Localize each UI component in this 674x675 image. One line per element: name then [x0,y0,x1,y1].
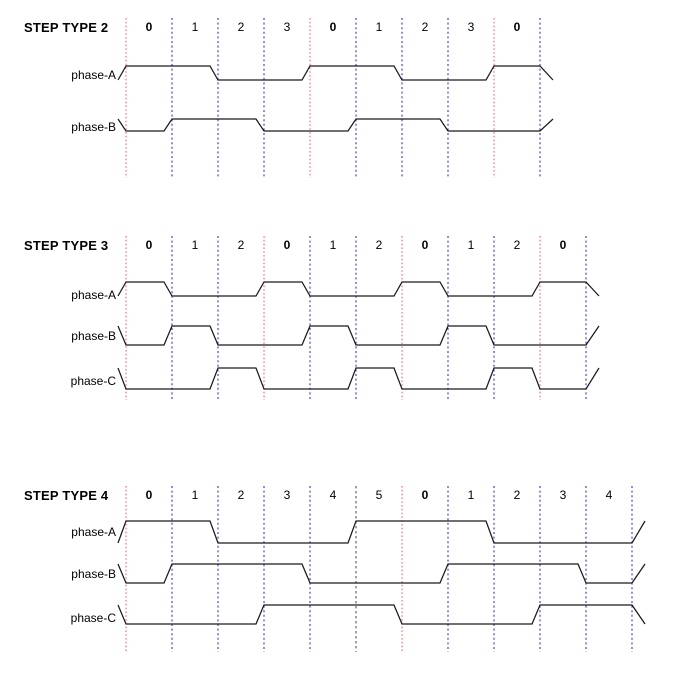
step-index-label: 0 [559,238,567,252]
step-index-label: 2 [237,20,245,34]
step-index-label: 4 [605,488,613,502]
step-index-label: 5 [375,488,383,502]
phase-label-a-type3: phase-A [71,288,116,302]
step-index-label: 3 [559,488,567,502]
waveform-phase-b [117,325,600,346]
step-index-label: 0 [329,20,337,34]
step-index-label: 0 [421,488,429,502]
phase-label-b-type3: phase-B [71,329,116,343]
step-index-label: 2 [421,20,429,34]
step-index-label: 2 [513,238,521,252]
step-index-label: 1 [191,488,199,502]
step-index-label: 2 [375,238,383,252]
phase-label-b-type2: phase-B [71,120,116,134]
diagram-title-step-type-2: STEP TYPE 2 [24,20,109,35]
waveform-phase-c [117,604,646,625]
step-index-label: 2 [513,488,521,502]
waveform-phase-a [117,65,554,81]
step-index-label: 0 [145,488,153,502]
step-index-label: 2 [237,238,245,252]
waveform-phase-c [117,367,600,390]
diagram-title-step-type-4: STEP TYPE 4 [24,488,109,503]
step-index-label: 1 [329,238,337,252]
step-index-label: 0 [513,20,521,34]
phase-label-b-type4: phase-B [71,567,116,581]
waveform-phase-b [117,118,554,132]
step-index-label: 3 [283,488,291,502]
step-index-label: 1 [467,488,475,502]
step-index-label: 2 [237,488,245,502]
diagram-title-step-type-3: STEP TYPE 3 [24,238,109,253]
step-index-label: 1 [191,238,199,252]
waveform-phase-b [117,563,646,584]
step-index-label: 1 [467,238,475,252]
step-index-label: 0 [421,238,429,252]
waveform-canvas-type2 [117,18,554,178]
waveform-phase-a [117,520,646,544]
phase-label-a-type4: phase-A [71,525,116,539]
step-index-label: 3 [283,20,291,34]
step-index-label: 3 [467,20,475,34]
step-index-label: 0 [145,238,153,252]
phase-label-c-type4: phase-C [70,611,116,625]
waveform-phase-a [117,281,600,297]
step-index-label: 1 [375,20,383,34]
step-index-label: 1 [191,20,199,34]
phase-label-a-type2: phase-A [71,68,116,82]
step-index-label: 4 [329,488,337,502]
phase-label-c-type3: phase-C [70,374,116,388]
step-index-label: 0 [145,20,153,34]
step-index-label: 0 [283,238,291,252]
